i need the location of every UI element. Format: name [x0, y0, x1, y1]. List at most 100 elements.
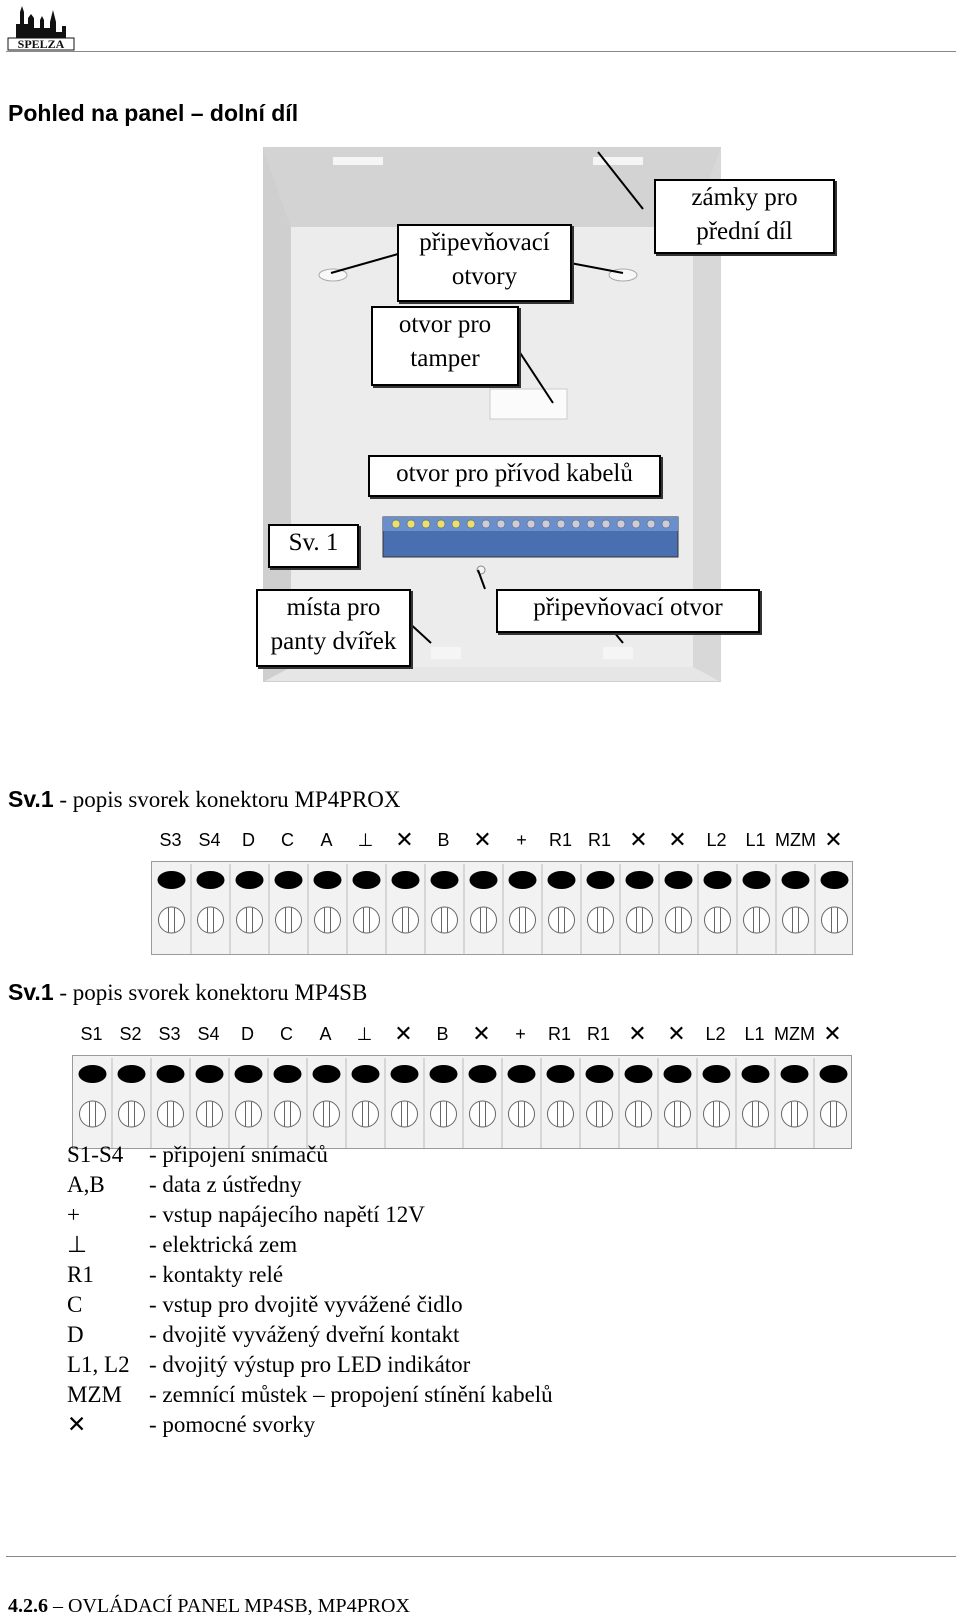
label-tamper-line2: tamper: [410, 345, 480, 372]
terminal-screw: [658, 864, 693, 954]
label-pripevnovaci-otvor: připevňovací otvor: [496, 589, 760, 633]
caption-mp4prox: Sv.1 - popis svorek konektoru MP4PROX: [8, 786, 401, 813]
caption-mp4prox-sv: Sv.1: [8, 786, 54, 812]
terminal-label: S1: [80, 1024, 103, 1044]
terminal-screw: [150, 1058, 185, 1148]
label-zamky-line1: zámky pro: [691, 184, 798, 211]
legend-key: A,B: [67, 1172, 105, 1197]
terminal-screw: [697, 864, 732, 954]
terminal-label: L2: [705, 1024, 726, 1044]
terminal-screw: [78, 1065, 107, 1128]
terminal-screw: [423, 1058, 458, 1148]
terminal-label: ⊥: [357, 830, 374, 850]
terminal-screw: [775, 864, 810, 954]
terminal-label: C: [281, 830, 294, 850]
terminal-label: ✕: [395, 827, 414, 852]
terminal-screw: [619, 864, 654, 954]
label-sv1: Sv. 1: [268, 524, 359, 568]
terminal-screw: [463, 864, 498, 954]
label-zamky: zámky pro přední díl: [654, 179, 835, 254]
terminal-label: +: [515, 1024, 526, 1044]
terminal-label: D: [242, 830, 255, 850]
terminal-label: ✕: [824, 827, 843, 852]
terminal-label: ✕: [667, 1021, 686, 1046]
terminal-label: ✕: [473, 827, 492, 852]
terminal-block: [151, 861, 853, 955]
legend-key: S1-S4: [67, 1142, 124, 1167]
terminal-screw: [424, 864, 459, 954]
terminal-screw: [268, 864, 303, 954]
terminal-label: S3: [159, 830, 182, 850]
footer-text: – OVLÁDACÍ PANEL MP4SB, MP4PROX: [48, 1595, 410, 1617]
footer: 4.2.6 – OVLÁDACÍ PANEL MP4SB, MP4PROX: [8, 1595, 410, 1618]
label-panty-line1: místa pro: [286, 594, 381, 621]
legend-key: +: [67, 1202, 80, 1227]
terminal-label: B: [436, 1024, 449, 1044]
terminal-screw: [541, 864, 576, 954]
legend-desc: - pomocné svorky: [149, 1412, 316, 1437]
label-panty-line2: panty dvířek: [270, 628, 397, 655]
terminal-screw: [735, 1058, 770, 1148]
terminal-screw: [228, 1058, 263, 1148]
terminal-screw: [345, 1058, 380, 1148]
terminal-label: S4: [197, 1024, 220, 1044]
terminal-screw: [774, 1058, 809, 1148]
legend-key: L1, L2: [67, 1352, 130, 1377]
terminal-screw: [189, 1058, 224, 1148]
terminal-screw: [736, 864, 771, 954]
terminal-label: R1: [548, 830, 572, 850]
terminal-screw: [229, 864, 264, 954]
terminal-label: ✕: [668, 827, 687, 852]
terminal-screw: [190, 864, 225, 954]
terminal-label: ✕: [472, 1021, 491, 1046]
legend-key: C: [67, 1292, 83, 1317]
terminal-label: MZM: [775, 830, 816, 850]
terminal-label: ⊥: [356, 1024, 373, 1044]
section-heading: Pohled na panel – dolní díl: [8, 100, 299, 126]
terminal-screw: [267, 1058, 302, 1148]
terminal-label: L1: [745, 830, 766, 850]
terminal-label: ✕: [628, 1021, 647, 1046]
legend-key: ⊥: [67, 1232, 88, 1257]
terminal-label: A: [319, 1024, 332, 1044]
spelza-logo: SPELZA: [6, 2, 76, 52]
terminal-label: C: [280, 1024, 293, 1044]
terminal-block: [72, 1055, 852, 1149]
label-tamper: otvor pro tamper: [371, 306, 519, 386]
terminal-screw: [657, 1058, 692, 1148]
terminal-screw: [307, 864, 342, 954]
terminal-screw: [813, 1058, 848, 1148]
terminal-screw: [385, 864, 420, 954]
label-privod: otvor pro přívod kabelů: [368, 455, 661, 497]
terminal-screw: [502, 864, 537, 954]
legend-key: MZM: [67, 1382, 122, 1407]
footer-rule: [6, 1556, 956, 1557]
legend-desc: - kontakty relé: [149, 1262, 284, 1287]
header-rule: [6, 51, 956, 52]
terminal-screw: [696, 1058, 731, 1148]
terminal-screw: [157, 871, 186, 934]
caption-mp4sb: Sv.1 - popis svorek konektoru MP4SB: [8, 979, 367, 1006]
legend-key: R1: [67, 1262, 94, 1287]
legend-desc: - dvojitě vyvážený dveřní kontakt: [149, 1322, 460, 1347]
label-pripevnovaci-otvory: připevňovací otvory: [397, 224, 572, 302]
legend-key: ✕: [67, 1412, 87, 1437]
terminal-label: S2: [119, 1024, 142, 1044]
terminal-screw: [540, 1058, 575, 1148]
label-zamky-line2: přední díl: [696, 218, 793, 245]
terminal-label: B: [437, 830, 450, 850]
legend-desc: - připojení snímačů: [149, 1142, 328, 1167]
terminal-label: ✕: [823, 1021, 842, 1046]
caption-mp4sb-text: - popis svorek konektoru MP4SB: [53, 980, 368, 1005]
label-otvory-line1: připevňovací: [419, 229, 550, 256]
caption-mp4sb-sv: Sv.1: [8, 979, 54, 1005]
caption-mp4prox-text: - popis svorek konektoru MP4PROX: [53, 787, 401, 812]
terminal-screw: [462, 1058, 497, 1148]
label-otvory-line2: otvory: [451, 263, 518, 290]
terminal-label: S4: [198, 830, 221, 850]
terminal-label: S3: [158, 1024, 181, 1044]
terminal-screw: [814, 864, 849, 954]
terminal-label: ✕: [629, 827, 648, 852]
